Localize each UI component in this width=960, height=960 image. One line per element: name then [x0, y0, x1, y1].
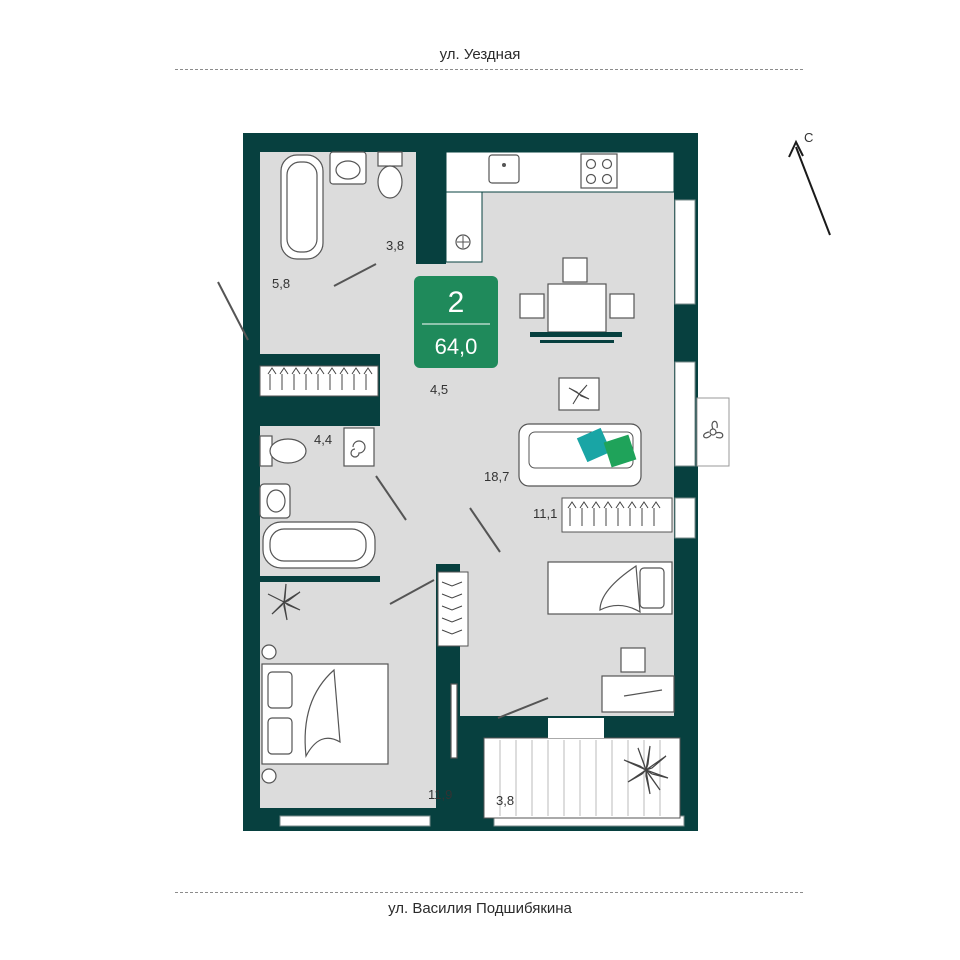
door-bathroom-2 [375, 475, 407, 521]
fan-icon [703, 420, 724, 439]
street-divider-top [175, 69, 803, 70]
window-bedroom-2 [279, 815, 431, 827]
area-label-toilet-1: 3,8 [386, 238, 404, 253]
nightstand-icon-1 [261, 644, 277, 660]
compass: С [788, 130, 831, 236]
floor-bedroom-2-entry [380, 564, 436, 584]
apartment-badge: 2 64,0 [414, 276, 498, 368]
street-label-top: ул. Уездная [439, 46, 521, 63]
window-bedroom-1 [674, 497, 696, 539]
door-bedroom-1 [469, 507, 501, 553]
door-bathroom-1 [333, 263, 377, 287]
door-balcony [497, 697, 549, 719]
chair-icon-top [562, 257, 588, 283]
balcony [483, 718, 681, 819]
compass-arrow-line [795, 146, 831, 236]
tv-icon [540, 340, 614, 343]
pillow-icon-2 [267, 717, 293, 755]
window-kitchen-upper [674, 199, 696, 305]
wardrobe-hall [259, 365, 379, 397]
cushion-teal [576, 427, 612, 463]
wardrobe-bedroom-1 [561, 497, 673, 533]
toilet-icon [377, 165, 403, 199]
plant-icon-balcony [623, 745, 669, 795]
nightstand-icon-2 [261, 768, 277, 784]
shower-drain-icon [343, 427, 375, 467]
bed-double [261, 644, 458, 784]
door-bedroom-2 [389, 579, 435, 605]
bed-single [547, 561, 673, 615]
kitchen-counter [445, 151, 675, 263]
area-label-bathroom-2: 4,4 [314, 432, 332, 447]
chair-icon-left [519, 293, 545, 319]
dining-set [519, 257, 635, 343]
balcony-door-gap [548, 718, 604, 738]
badge-rooms: 2 [448, 286, 465, 319]
compass-arrow-head [788, 139, 804, 158]
door-entrance [217, 281, 249, 341]
floor-corridor-strip [460, 398, 475, 716]
sink-icon [488, 154, 520, 184]
stove-icon [580, 153, 618, 189]
ac-unit [696, 397, 730, 467]
area-label-hall: 4,5 [430, 382, 448, 397]
tv-stand [530, 332, 622, 337]
cushion-green [603, 434, 637, 468]
badge-background [414, 276, 498, 368]
room-area-labels: 5,8 3,8 4,5 4,4 18,7 11,1 11,9 3,8 [272, 238, 557, 808]
street-label-bottom: ул. Василия Подшибякина [388, 900, 572, 917]
desk-chair-icon [620, 647, 646, 673]
bathtub-icon [280, 154, 324, 260]
toilet-tank [377, 151, 403, 167]
area-label-balcony: 3,8 [496, 793, 514, 808]
compass-label: С [804, 130, 813, 145]
wardrobe-bedroom-2 [437, 571, 469, 647]
sofa-icon [518, 423, 642, 487]
desk [601, 647, 675, 713]
window-kitchen-lower [674, 361, 696, 467]
pillow-icon-1 [267, 671, 293, 709]
area-label-bedroom-2: 11,9 [428, 787, 452, 802]
toilet-2-icon [269, 438, 307, 464]
area-label-bedroom-1: 11,1 [533, 506, 557, 521]
coffee-table [558, 377, 600, 411]
doors [217, 263, 549, 719]
street-divider-bottom [175, 892, 803, 893]
windows-right [674, 199, 696, 539]
badge-total-area: 64,0 [435, 334, 478, 359]
chair-icon-right [609, 293, 635, 319]
dining-table-icon [547, 283, 607, 333]
plant-icon-bedroom [267, 583, 301, 621]
area-label-bathroom-1: 5,8 [272, 276, 290, 291]
area-label-kitchen-living: 18,7 [484, 469, 509, 484]
bathtub-2-icon [262, 521, 376, 569]
fridge-icon [455, 234, 471, 250]
bathroom-1-fixtures [280, 151, 403, 260]
mirror-icon [450, 683, 458, 759]
sofa [518, 423, 642, 487]
bathroom-2-fixtures [259, 427, 376, 569]
